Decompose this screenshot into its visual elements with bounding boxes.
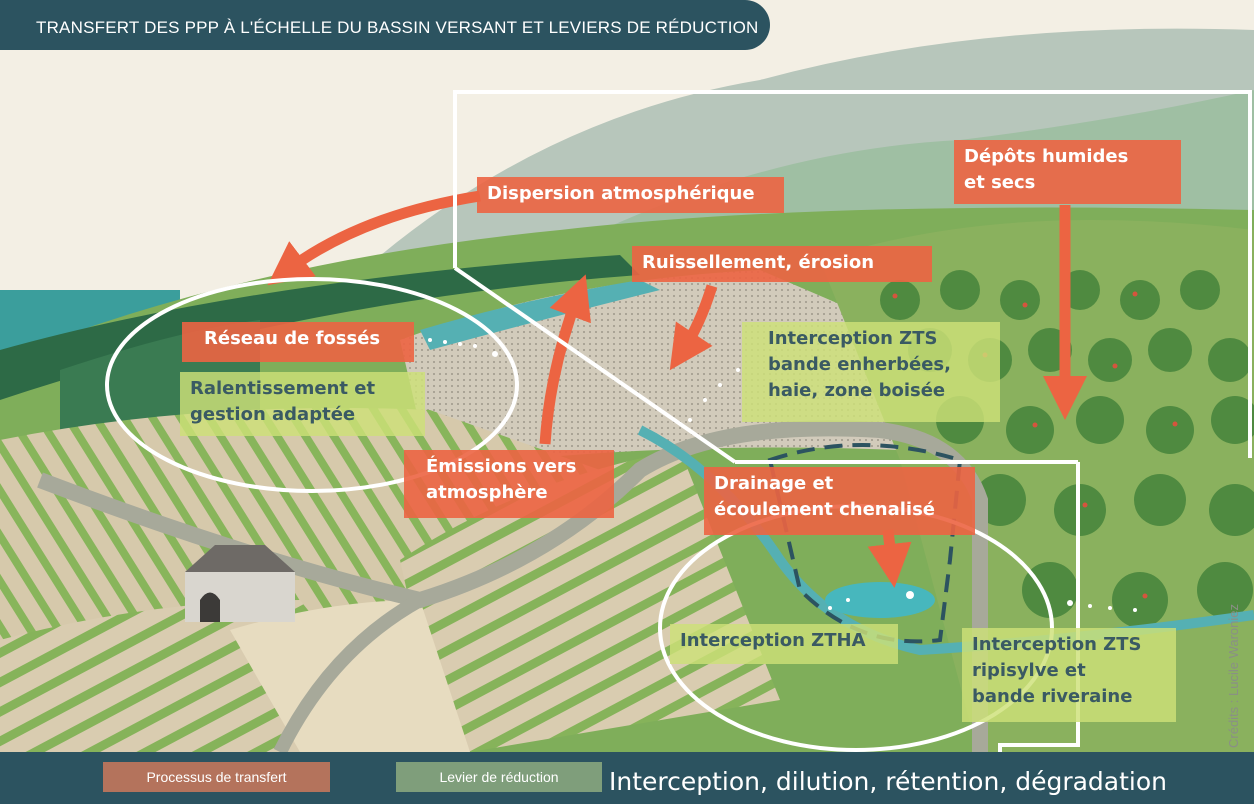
label-interception-zts-line2: bande enherbées, — [768, 354, 951, 375]
label-interception-zts-line3: haie, zone boisée — [768, 380, 946, 401]
legend-lever: Levier de réduction — [396, 762, 602, 792]
label-interception-ztha: Interception ZTHA — [670, 624, 898, 664]
label-interception-zts-ripisylve: Interception ZTS ripisylve et bande rive… — [962, 628, 1176, 722]
label-ralentissement-line1: Ralentissement et — [190, 378, 376, 399]
credits-text: Crédits : Lucile Waroniez — [1226, 603, 1241, 748]
label-ripisylve-line3: bande riveraine — [972, 686, 1133, 707]
label-reseau-de-fosses: Réseau de fossés — [182, 322, 414, 362]
label-interception-zts-line1: Interception ZTS — [768, 328, 938, 349]
label-drainage-ecoulement: Drainage et écoulement chenalisé — [704, 467, 975, 535]
label-ruissellement-erosion: Ruissellement, érosion — [632, 246, 932, 282]
credits: Crédits : Lucile Waroniez — [1226, 548, 1248, 748]
label-ripisylve-line1: Interception ZTS — [972, 634, 1142, 655]
label-depots-line2: et secs — [964, 172, 1036, 193]
label-ralentissement-line2: gestion adaptée — [190, 404, 356, 425]
label-ripisylve-line2: ripisylve et — [972, 660, 1086, 681]
label-depots-line1: Dépôts humides — [964, 146, 1129, 167]
label-depots-humides-secs: Dépôts humides et secs — [954, 140, 1181, 204]
label-emissions-line2: atmosphère — [426, 482, 548, 503]
label-dispersion-atmospherique: Dispersion atmosphérique — [477, 177, 784, 213]
page-title: TRANSFERT DES PPP À L'ÉCHELLE DU BASSIN … — [0, 0, 770, 50]
label-interception-zts-bande: Interception ZTS bande enherbées, haie, … — [742, 322, 1000, 422]
label-ralentissement-gestion: Ralentissement et gestion adaptée — [180, 372, 425, 436]
label-emissions-line1: Émissions vers — [426, 456, 577, 477]
label-emissions-vers-atmosphere: Émissions vers atmosphère — [404, 450, 614, 518]
legend-process: Processus de transfert — [103, 762, 330, 792]
label-drainage-line1: Drainage et — [714, 473, 834, 494]
bottom-caption: Interception, dilution, rétention, dégra… — [609, 767, 1168, 796]
label-drainage-line2: écoulement chenalisé — [714, 499, 936, 520]
